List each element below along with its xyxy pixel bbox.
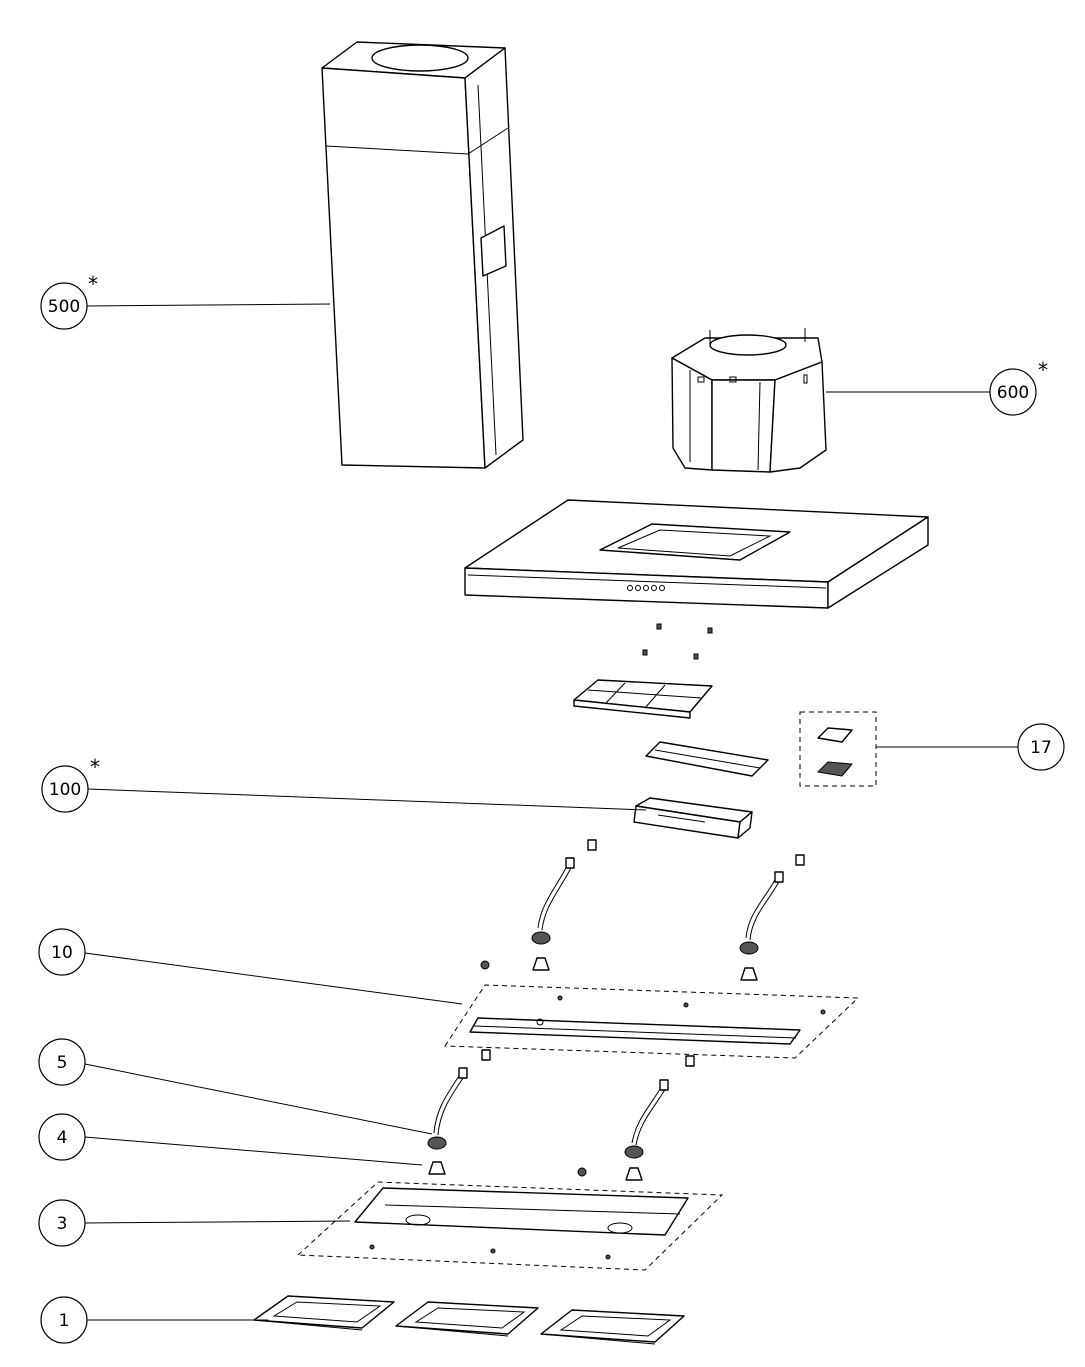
callout-500-asterisk: * [88,272,98,296]
callout-3: 3 [38,1199,86,1247]
callout-500-label: 500 [48,297,80,317]
callout-5-label: 5 [57,1053,68,1073]
callout-100-asterisk: * [90,755,100,779]
callout-1: 1 [40,1296,88,1344]
part-1-grease-filters [253,1295,685,1345]
callout-600-label: 600 [997,383,1029,403]
callout-4: 4 [38,1113,86,1161]
callout-3-label: 3 [57,1214,68,1234]
callout-100-label: 100 [49,780,81,800]
part-17-clips-group [799,711,877,787]
callout-17: 17 [1017,723,1065,771]
part-3-lower-panel [296,1181,724,1271]
callout-5: 5 [38,1038,86,1086]
callout-10: 10 [38,928,86,976]
callout-600: 600 * [989,358,1048,416]
part-500-chimney-cover [321,41,524,469]
lamp-sockets-lower [427,1049,695,1181]
callout-600-asterisk: * [1038,358,1048,382]
screws [642,623,713,660]
part-100-control-module [633,797,753,839]
part-10-light-panel [444,984,860,1059]
hood-body [464,499,929,609]
callout-10-label: 10 [51,943,73,963]
callout-4-label: 4 [57,1128,68,1148]
callout-1-label: 1 [59,1311,70,1331]
part-600-blower-housing [671,328,827,473]
mounting-bracket [645,741,769,777]
lamp-sockets-upper [480,839,805,981]
callout-17-label: 17 [1030,738,1052,758]
leader-lines [84,303,1018,1321]
carbon-filter [573,679,713,719]
callout-100: 100 * [41,755,100,813]
callout-500: 500 * [40,272,98,330]
